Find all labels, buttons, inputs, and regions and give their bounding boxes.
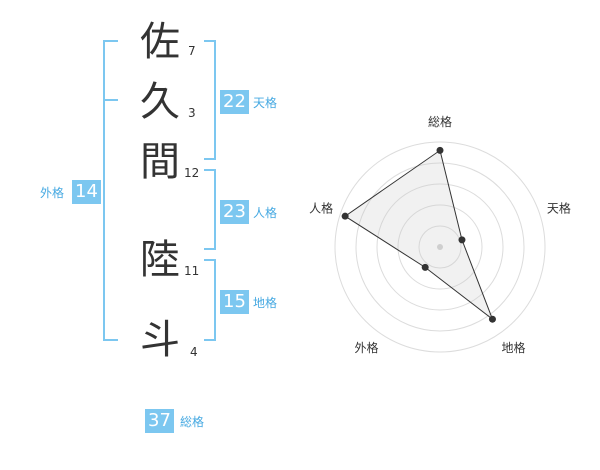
name-char-3: 間 <box>140 139 180 185</box>
name-char-2-strokes: 3 <box>188 106 196 120</box>
soukaku-value: 37 <box>145 409 174 433</box>
gaikaku-value: 14 <box>72 180 101 204</box>
radar-axis-label-4: 外格 <box>355 340 379 355</box>
radar-point-3 <box>488 315 496 323</box>
radar-point-5 <box>341 212 349 220</box>
chikaku-bracket <box>204 259 216 341</box>
chikaku-label: 地格 <box>253 296 278 310</box>
radar-polygon <box>344 149 494 321</box>
radar-ring <box>376 183 504 311</box>
gaikaku-bracket <box>103 40 118 341</box>
radar-ring <box>397 204 483 290</box>
jinkaku-value: 23 <box>220 200 249 224</box>
name-char-4: 陸 <box>140 237 180 283</box>
name-char-1-strokes: 7 <box>188 44 196 58</box>
radar-axis-label-2: 天格 <box>547 200 571 215</box>
radar-axis-label-3: 地格 <box>501 340 525 355</box>
radar-center <box>437 244 443 250</box>
radar-axis-label-5: 人格 <box>309 200 333 215</box>
soukaku-label: 総格 <box>180 415 205 429</box>
name-char-4-strokes: 11 <box>184 264 200 278</box>
radar-point-1 <box>436 146 444 154</box>
tenkaku-value: 22 <box>220 90 249 114</box>
gaikaku-label: 外格 <box>40 186 65 200</box>
jinkaku-bracket <box>204 169 216 250</box>
name-char-1: 佐 <box>140 19 180 65</box>
chikaku-value: 15 <box>220 290 249 314</box>
radar-point-4 <box>421 263 429 271</box>
name-char-5-strokes: 4 <box>190 345 198 359</box>
name-char-3-strokes: 12 <box>184 166 200 180</box>
radar-ring <box>418 225 462 269</box>
name-char-2: 久 <box>140 79 180 125</box>
name-char-5: 斗 <box>140 317 180 363</box>
radar-ring <box>334 141 546 353</box>
radar-ring <box>355 162 525 332</box>
tenkaku-bracket <box>204 40 216 160</box>
radar-axis-label-1: 総格 <box>428 114 452 129</box>
jinkaku-label: 人格 <box>253 206 278 220</box>
tenkaku-label: 天格 <box>253 96 278 110</box>
radar-point-2 <box>458 236 466 244</box>
